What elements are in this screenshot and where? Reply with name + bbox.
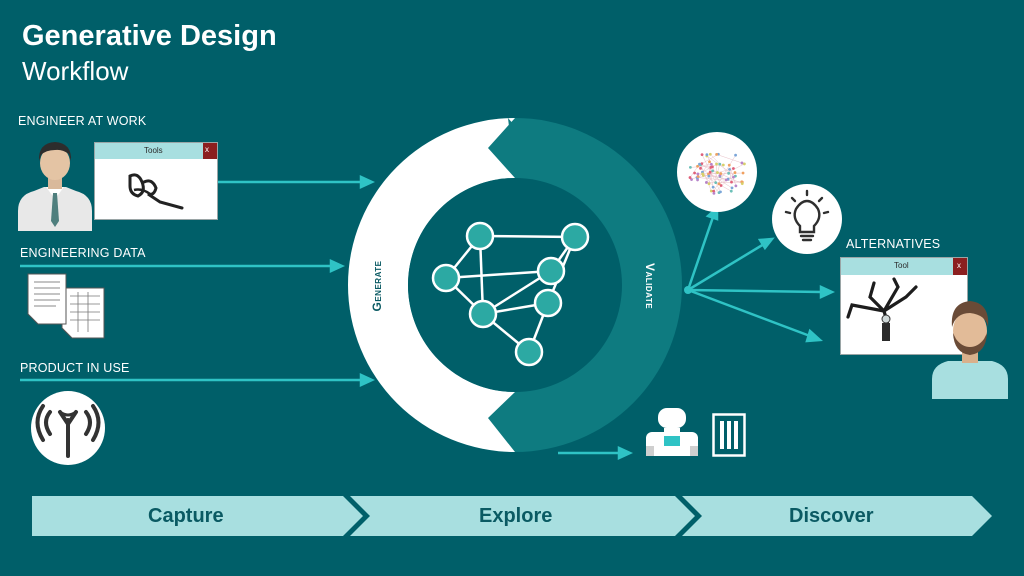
- stage-explore-label: Explore: [479, 505, 553, 527]
- network-node: [465, 221, 495, 251]
- network-node: [536, 256, 566, 286]
- tools-window-title: Tools: [144, 146, 163, 155]
- network-node: [468, 299, 498, 329]
- engineer-person-icon: [18, 142, 92, 231]
- server-icon: [712, 413, 746, 457]
- validate-label: Validate: [643, 263, 657, 309]
- discover-chevron: [682, 496, 992, 536]
- tools-window-close: x: [205, 145, 209, 154]
- tool-window-title: Tool: [894, 261, 909, 270]
- engineer-at-work-label: ENGINEER AT WORK: [18, 114, 147, 128]
- engineering-data-label: ENGINEERING DATA: [20, 246, 146, 260]
- network-node: [514, 337, 544, 367]
- tool-window: [840, 257, 968, 355]
- capture-chevron: [32, 496, 363, 536]
- diagram-subtitle: Workflow: [22, 56, 129, 86]
- network-node: [560, 222, 590, 252]
- designer-person-icon: [932, 301, 1008, 399]
- explore-chevron: [350, 496, 695, 536]
- product-in-use-icon: [31, 391, 105, 465]
- alternatives-label: ALTERNATIVES: [846, 237, 941, 251]
- generate-validate-cycle: Generate Validate: [348, 118, 682, 452]
- documents-icon: [27, 273, 105, 339]
- product-in-use-label: PRODUCT IN USE: [20, 361, 130, 375]
- brain-network-icon: [677, 132, 757, 212]
- stage-chevron-bar: [32, 496, 992, 536]
- stage-discover-label: Discover: [789, 505, 874, 527]
- lightbulb-icon: [772, 184, 842, 254]
- tool-window-close: x: [957, 261, 961, 270]
- tools-window: [94, 142, 218, 220]
- ring-generate-half: [348, 118, 515, 452]
- stage-capture-label: Capture: [148, 505, 224, 527]
- diagram-title: Generative Design: [22, 20, 277, 52]
- network-node: [533, 288, 563, 318]
- generate-label: Generate: [370, 260, 384, 311]
- network-node: [431, 263, 461, 293]
- robot-icon: [646, 408, 698, 456]
